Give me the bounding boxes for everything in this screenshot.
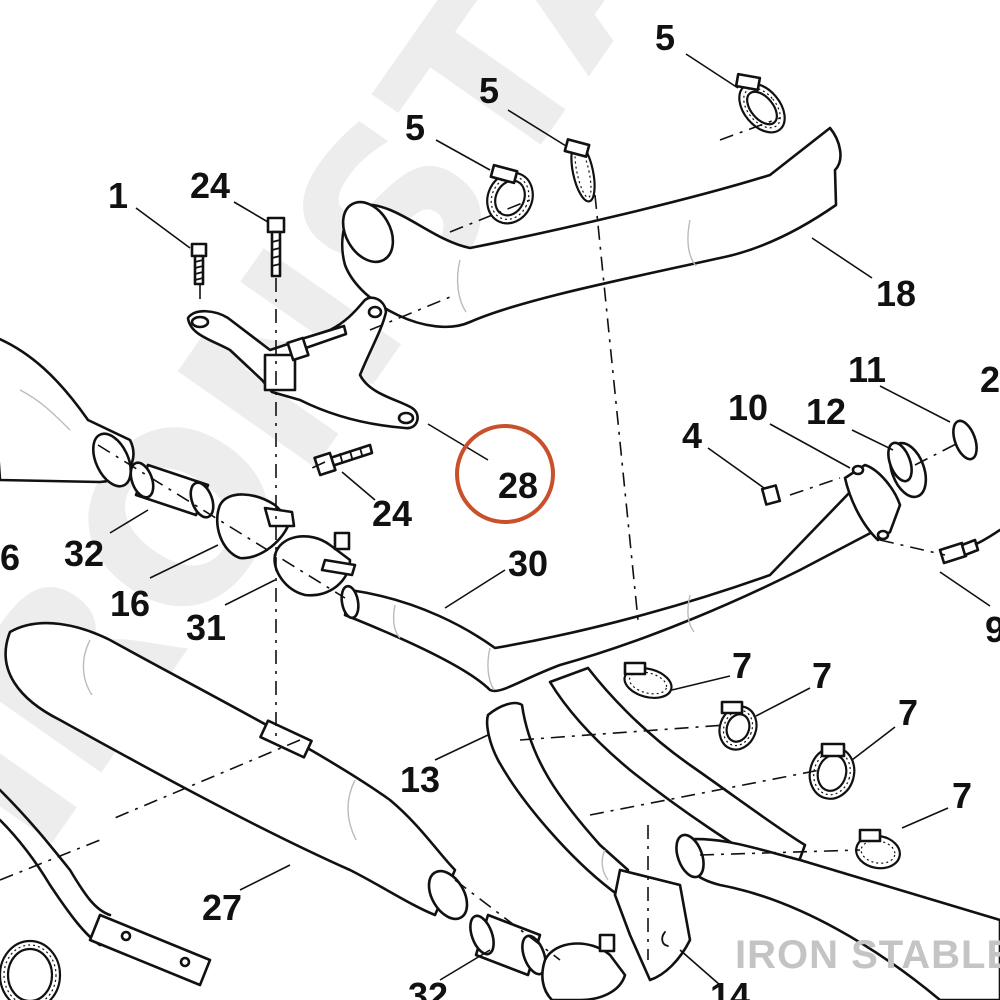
brand-label: IRON STABLE	[735, 933, 1000, 977]
callout-11: 11	[848, 349, 886, 390]
header-pipe-18	[341, 126, 842, 329]
bolt-24-bottom	[313, 443, 374, 477]
highlight-circle-28	[455, 424, 555, 524]
clamp-31	[273, 531, 357, 597]
gasket-12	[887, 441, 928, 499]
callout-7-b: 7	[812, 655, 832, 696]
o2-sensor-9	[938, 528, 1000, 565]
hose-clamp-7-d	[855, 828, 901, 870]
callout-18: 18	[876, 273, 916, 314]
callout-27: 27	[202, 887, 242, 928]
bolt-bracket-mid	[286, 324, 348, 362]
hose-clamp-7-b	[718, 700, 758, 751]
callout-10: 10	[728, 387, 768, 428]
bolt-24-top	[266, 216, 286, 278]
callout-7-d: 7	[952, 775, 972, 816]
callout-24-top: 24	[190, 165, 230, 206]
lower-left-pipe	[0, 788, 212, 1000]
callout-30: 30	[508, 543, 548, 584]
bracket-28	[186, 296, 419, 430]
clamp-16	[215, 493, 296, 560]
callout-13: 13	[400, 759, 440, 800]
callout-7-c: 7	[898, 692, 918, 733]
callout-7-a: 7	[732, 645, 752, 686]
nut-4	[760, 484, 782, 506]
callout-32-top: 32	[64, 533, 104, 574]
callout-1: 1	[108, 175, 128, 216]
callout-12: 12	[806, 391, 846, 432]
hose-clamp-5-a	[486, 163, 534, 225]
flange-10	[843, 463, 902, 542]
bolt-1	[190, 242, 208, 286]
callout-32-bottom: 32	[408, 975, 448, 1000]
rear-pipe-30	[340, 488, 882, 693]
callout-14: 14	[710, 975, 750, 1000]
hose-clamp-7-a	[623, 661, 673, 699]
callout-24-bottom: 24	[372, 493, 412, 534]
callout-9-partial: 9	[985, 609, 1000, 650]
callout-16: 16	[110, 583, 150, 624]
sleeve-32-bottom	[469, 913, 547, 977]
callout-labels: 1 24 5 5 5 18 28 11 2 10 12 4 24 30 32 6…	[0, 17, 1000, 1000]
retaining-ring-11	[952, 419, 978, 461]
sleeve-32-top	[129, 461, 215, 519]
callout-28: 28	[498, 465, 538, 506]
callout-5-c: 5	[655, 17, 675, 58]
hose-clamp-7-c	[808, 742, 856, 800]
callout-6-partial: 6	[0, 537, 20, 578]
callout-31: 31	[186, 607, 226, 648]
hose-clamp-5-b	[563, 138, 596, 203]
centerlines	[0, 117, 961, 961]
callout-4: 4	[682, 415, 702, 456]
pipe-14-lower	[613, 833, 1000, 1000]
callout-5-a: 5	[405, 107, 425, 148]
clamp-bottom	[541, 933, 627, 1000]
hose-clamp-5-c	[734, 72, 786, 134]
leader-lines	[109, 53, 991, 986]
callout-2-partial: 2	[980, 359, 1000, 400]
callout-5-b: 5	[479, 70, 499, 111]
